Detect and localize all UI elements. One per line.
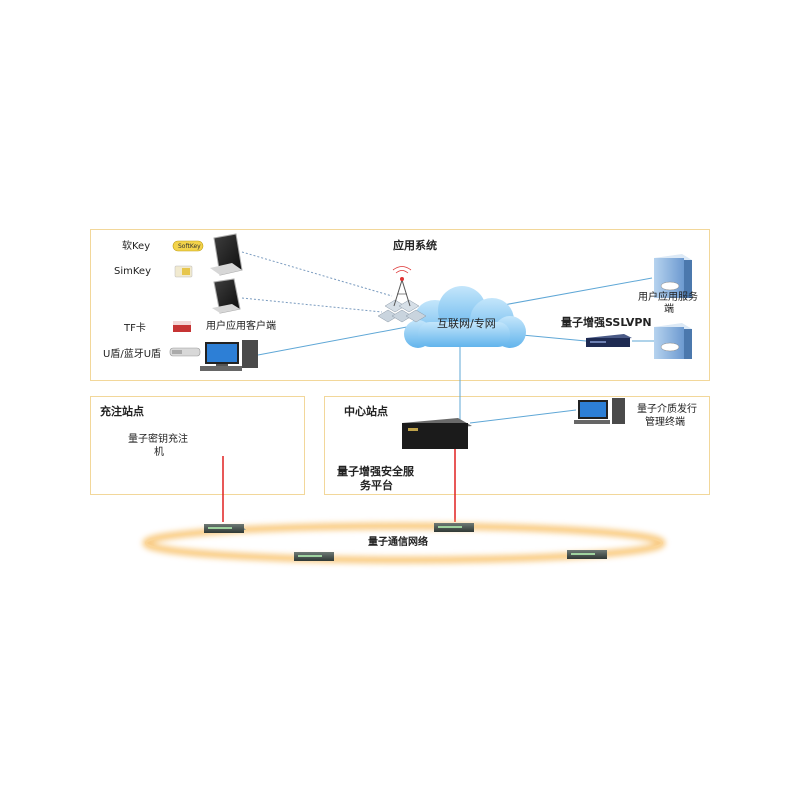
tablet-icon [212,278,241,314]
charge-site-title: 充注站点 [100,405,144,418]
sim-key-label: SimKey [114,266,151,277]
tablet-icon [210,233,243,276]
soft-key-logo-text: SoftKey [178,243,201,250]
u-shield-label: U盾/蓝牙U盾 [103,349,162,360]
pc-link [257,325,413,356]
cloud-icon [404,286,526,348]
ring-node-icon [294,552,334,561]
platform-label-line2: 务平台 [360,479,393,492]
ring-node-icon [567,550,607,559]
server-label-line2: 端 [664,304,674,315]
sim-card-icon [174,265,193,278]
tablet1-link [241,251,393,297]
vpn-device-icon [586,334,632,347]
charge-site-zone [90,396,305,495]
app-system-title: 应用系统 [393,239,437,252]
issuer-label-line2: 管理终端 [645,417,685,428]
ring-node-icon [204,524,246,533]
tablet2-link [241,297,383,313]
server-icon [654,323,692,359]
center-site-zone [324,396,710,495]
issuer-terminal-icon [574,398,625,424]
platform-label-line1: 量子增强安全服 [337,465,414,478]
server1-link [497,277,653,307]
charge-device-label-line2: 机 [154,447,164,458]
client-label: 用户应用客户端 [206,321,276,332]
u-shield-icon [169,347,201,357]
platform-issuer-link [469,409,577,424]
server-icon [654,254,692,298]
tf-card-label: TF卡 [124,323,146,334]
center-site-title: 中心站点 [344,405,388,418]
soft-key-icon [172,240,204,252]
vpn-label: 量子增强SSLVPN [561,316,652,329]
soft-key-label: 软Key [122,241,151,252]
vpn-link [521,334,587,342]
app-system-zone [90,229,710,381]
ring-node-icon [434,523,474,532]
cell-tower-icon [377,266,427,323]
tf-card-icon [173,321,191,332]
internet-label: 互联网/专网 [437,317,496,330]
quantum-ring [145,525,663,561]
quantum-network-label: 量子通信网络 [368,537,428,548]
security-platform-icon [402,418,472,449]
desktop-pc-icon [200,340,258,371]
issuer-label-line1: 量子介质发行 [637,404,697,415]
charge-device-label-line1: 量子密钥充注 [128,434,188,445]
server-label-line1: 用户应用服务 [638,292,698,303]
